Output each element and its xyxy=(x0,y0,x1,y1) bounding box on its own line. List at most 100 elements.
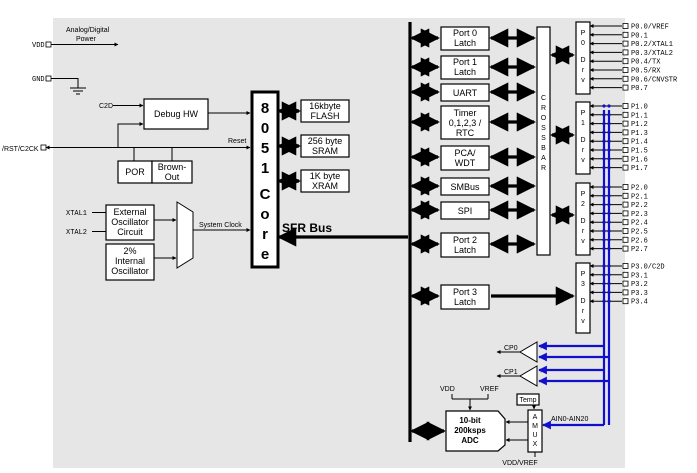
adc-label-2: 200ksps xyxy=(454,426,486,435)
sram-block xyxy=(300,134,350,158)
brown-out-label-1: Brown- xyxy=(158,162,187,172)
p1drv-letter-3: D xyxy=(580,137,585,144)
port1-label-1: Port 1 xyxy=(453,57,477,67)
port1-latch-block xyxy=(440,55,490,80)
p2-pin-pad xyxy=(622,184,629,190)
uart-block xyxy=(440,83,490,102)
temp-label: Temp xyxy=(519,397,536,404)
smbus-block xyxy=(440,177,490,196)
p3-pin-pad xyxy=(622,271,629,278)
crossbar-letter-8: R xyxy=(541,165,546,172)
p3-pin-label: P3.4 xyxy=(631,299,648,307)
oscillator-section: XTAL1 XTAL2 External Oscillator Circuit … xyxy=(66,201,251,281)
p2drv-letter-3: D xyxy=(580,218,585,225)
p2-pin-pad xyxy=(622,201,629,208)
p2-pin-label: P2.7 xyxy=(631,246,648,254)
p2-driver-block xyxy=(575,182,591,256)
power-section: Analog/Digital Power VDD GND xyxy=(32,27,119,95)
p1-analog-tap xyxy=(607,104,611,108)
p0-pin-pad xyxy=(622,67,629,73)
vdd-vref-label: VDD/VREF xyxy=(502,460,537,467)
gnd-pin-label: GND xyxy=(32,76,45,84)
c2d-label: C2D xyxy=(99,103,113,110)
crossbar-letter-2: R xyxy=(541,105,546,112)
p1-pin-pad xyxy=(622,129,629,136)
p2-pin-label: P2.1 xyxy=(631,193,648,201)
cp0-label: CP0 xyxy=(504,345,518,352)
adc-block xyxy=(445,410,506,452)
p3-pin-pad xyxy=(622,263,629,269)
reset-to-debug-line xyxy=(117,122,144,148)
p1-analog-tap xyxy=(602,104,606,108)
adc-vdd-label: VDD xyxy=(440,386,455,393)
crossbar-letter-1: C xyxy=(541,95,546,102)
amux-letter-1: A xyxy=(533,414,538,421)
core-letter-1: 8 xyxy=(261,100,269,117)
p3-pin-pad xyxy=(622,298,629,305)
p1-pin-label: P1.6 xyxy=(631,156,648,164)
p3drv-letter-5: v xyxy=(581,318,585,325)
sram-label-2: SRAM xyxy=(312,146,338,156)
p0-driver-block xyxy=(575,21,591,95)
p2-pin-label: P2.5 xyxy=(631,229,648,237)
p0-pin-pad xyxy=(622,23,629,29)
port1-label-2: Latch xyxy=(454,67,476,77)
brown-out-block xyxy=(151,160,193,184)
p3drv-letter-4: r xyxy=(582,308,585,315)
internal-oscillator-block xyxy=(105,243,155,281)
port3-latch-block xyxy=(440,284,490,310)
flash-label-1: 16kbyte xyxy=(309,101,341,111)
p2-pin-pad xyxy=(622,228,629,234)
p1-pin-pad xyxy=(622,155,629,162)
p1-pin-pad xyxy=(622,138,629,145)
p1-pin-label: P1.7 xyxy=(631,165,648,173)
p3-pin-label: P3.3 xyxy=(631,290,648,298)
p3-pin-label: P3.2 xyxy=(631,281,648,289)
analog-section: + - CP0 + - CP1 AIN0-AIN20 Temp A M U X … xyxy=(410,110,611,467)
core-letter-8: e xyxy=(261,246,269,263)
adc-label-3: ADC xyxy=(461,436,479,445)
p1-pin-label: P1.1 xyxy=(631,112,648,120)
p3-pin-label: P3.0/C2D xyxy=(631,264,665,272)
p2-pin-pad xyxy=(622,210,629,217)
p0-pin-label: P0.1 xyxy=(631,32,648,40)
timer-label-1: Timer xyxy=(454,108,477,118)
p2drv-letter-5: v xyxy=(581,238,585,245)
p0-pin-pad xyxy=(622,58,629,65)
p1drv-letter-2: 1 xyxy=(581,120,585,127)
sram-label-1: 256 byte xyxy=(308,136,343,146)
temp-sensor-block xyxy=(516,393,540,406)
crossbar-block xyxy=(536,26,551,256)
p0-pin-label: P0.6/CNVSTR xyxy=(631,76,678,84)
p0-pin-label: P0.3/XTAL2 xyxy=(631,50,673,58)
timer-block xyxy=(440,105,490,140)
core-letter-3: 5 xyxy=(261,140,269,157)
external-osc-label-3: Circuit xyxy=(117,227,143,237)
p0-pin-label: P0.7 xyxy=(631,85,648,93)
port0-label-1: Port 0 xyxy=(453,28,477,38)
amux-letter-2: M xyxy=(532,423,538,430)
timer-label-3: RTC xyxy=(456,128,475,138)
crossbar-letter-6: B xyxy=(541,145,546,152)
p0-pin-pad xyxy=(622,49,629,56)
external-oscillator-block xyxy=(105,204,155,241)
p1-pin-pad xyxy=(622,147,629,153)
p3-driver-block xyxy=(575,262,591,334)
core-letter-4: 1 xyxy=(261,160,269,177)
p2-pin-label: P2.4 xyxy=(631,220,648,228)
port2-latch-block xyxy=(440,232,490,258)
ain-label: AIN0-AIN20 xyxy=(551,416,588,423)
xram-block xyxy=(300,169,350,193)
sfr-bus-label: SFR Bus xyxy=(282,221,332,235)
uart-label: UART xyxy=(453,88,478,98)
p0drv-letter-2: 0 xyxy=(581,40,585,47)
p2-pin-pad xyxy=(622,219,629,226)
crossbar-letter-5: S xyxy=(541,135,546,142)
memory-section: 16kbyte FLASH 256 byte SRAM 1K byte XRAM xyxy=(277,99,350,193)
crossbar-letter-4: S xyxy=(541,125,546,132)
rst-pin xyxy=(40,144,47,151)
p2-pin-label: P2.6 xyxy=(631,237,648,245)
clock-mux-icon xyxy=(176,201,194,269)
core-letter-2: 0 xyxy=(261,120,269,137)
